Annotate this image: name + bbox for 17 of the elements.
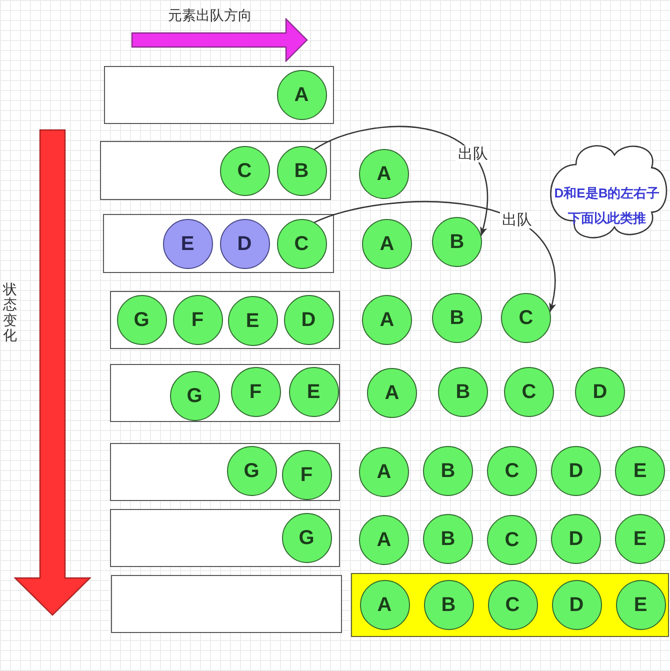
queue-box — [110, 364, 340, 422]
queue-box — [104, 66, 334, 124]
edge-label: 出队 — [500, 212, 534, 229]
vertical-label: 状态变化 — [3, 282, 17, 344]
edge-label: 出队 — [456, 145, 490, 162]
curved-arrow — [314, 201, 556, 312]
curved-arrow — [314, 126, 488, 236]
queue-box — [110, 291, 340, 349]
callout-text: D和E是B的左右子 — [554, 186, 660, 200]
direction-label: 元素出队方向 — [168, 8, 252, 22]
queue-box — [111, 575, 342, 633]
queue-box — [103, 214, 334, 273]
output-band — [351, 573, 669, 637]
queue-box — [100, 141, 331, 200]
callout-text: 下面以此类推 — [568, 211, 646, 224]
queue-box — [110, 443, 340, 501]
queue-box — [110, 509, 340, 567]
